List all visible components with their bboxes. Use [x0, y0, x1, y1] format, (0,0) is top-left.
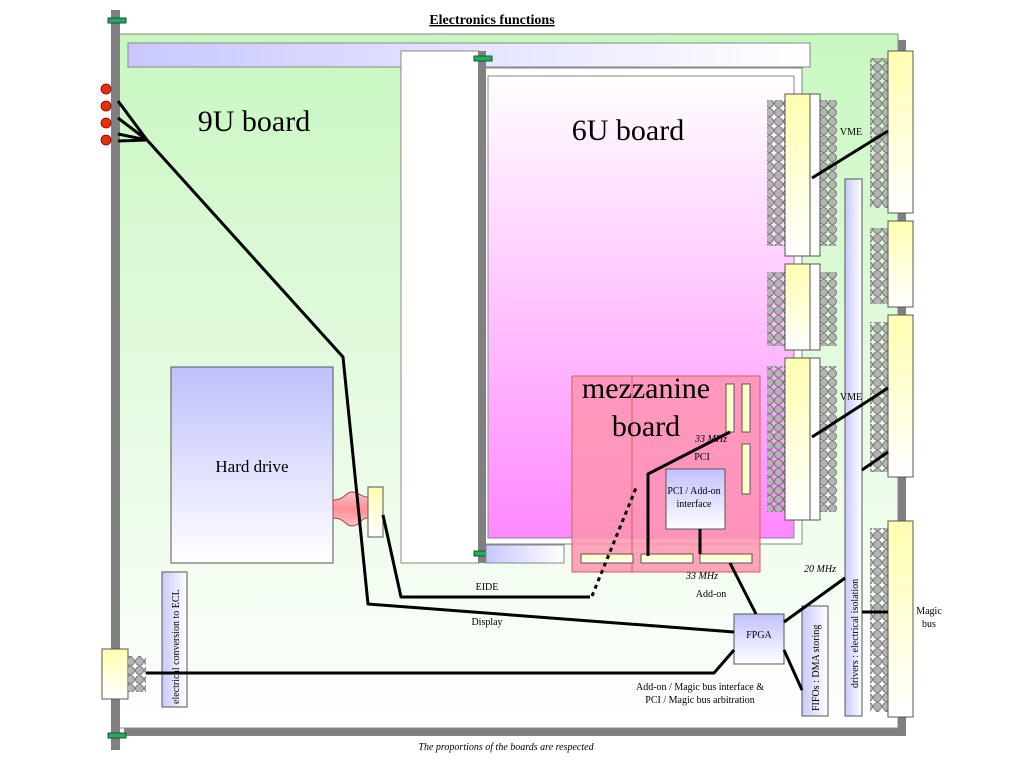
- hard-drive-label: Hard drive: [215, 457, 288, 476]
- arbitration-label-1: Add-on / Magic bus interface &: [636, 682, 764, 693]
- pci-addon-interface: [665, 468, 726, 530]
- wires: [116, 100, 889, 691]
- vme-connector-3b: [809, 357, 821, 521]
- vme-pins-right-1: [819, 100, 837, 246]
- ecl-conversion: [161, 571, 188, 708]
- vme-pins-left-1: [767, 100, 785, 246]
- mezzanine-label-1: mezzanine: [582, 372, 710, 405]
- vme-connector-1: [784, 93, 813, 257]
- board-6u-clip-top: [473, 55, 493, 62]
- front-leds: [100, 83, 112, 146]
- addon-label: Add-on: [696, 589, 727, 600]
- led-fan-wires: [116, 100, 149, 143]
- pci-addon-label-2: interface: [677, 499, 713, 510]
- addon-wire: [698, 529, 758, 615]
- vme-connector-2b: [809, 263, 821, 351]
- main-bus-wire: [146, 649, 736, 675]
- front-connector-pins: [128, 656, 146, 692]
- vme-label-top: VME: [840, 127, 862, 138]
- vme-cross-top: [811, 129, 889, 180]
- front-connector: [101, 648, 129, 700]
- fifos-label: FIFOs : DMA storing: [811, 625, 822, 711]
- pci-addon-label-1: PCI / Add-on: [667, 486, 720, 497]
- front-panel: [111, 10, 120, 750]
- fifos-dma: [801, 605, 829, 717]
- board-6u-white-strip: [400, 50, 480, 564]
- mezz-conn-h2: [640, 553, 694, 564]
- rear-connector-1: [887, 50, 914, 214]
- rear-connector-2: [887, 220, 914, 308]
- vme-pins-right-3: [819, 366, 837, 512]
- magic-bus-connector: [887, 520, 914, 718]
- board-6u-panel: [478, 51, 486, 563]
- vme-pins-left-2: [767, 272, 785, 346]
- fpga-label: FPGA: [746, 630, 772, 641]
- drivers-label: drivers : electrical isolation: [850, 579, 861, 688]
- pci-label: PCI: [694, 452, 710, 463]
- eide-connector: [367, 486, 384, 538]
- ecl-label: electrical conversion to ECL: [171, 589, 182, 704]
- rear-pins-2: [870, 228, 888, 304]
- mezz-conn-v1: [725, 383, 735, 433]
- mezz-conn-v2: [741, 383, 751, 433]
- panel-clip-top: [107, 17, 127, 24]
- eide-dotted-link: [590, 487, 638, 597]
- mezz-conn-v3: [741, 443, 751, 495]
- magic-bus-label-2: bus: [922, 619, 936, 630]
- vme-connector-2: [784, 263, 813, 351]
- vme-connector-3: [784, 357, 813, 521]
- footer-note: The proportions of the boards are respec…: [418, 742, 594, 753]
- freq-33-addon: 33 MHz: [685, 571, 718, 582]
- arbitration-label-2: PCI / Magic bus arbitration: [645, 695, 754, 706]
- mezz-conn-h3: [699, 553, 753, 564]
- rear-pins-1: [870, 58, 888, 208]
- led-3: [100, 117, 112, 129]
- rear-connector-3: [887, 314, 914, 478]
- fpga-driver-wire: [783, 576, 846, 624]
- magic-bus-label-1: Magic: [916, 606, 942, 617]
- vme-cross-low: [861, 450, 889, 472]
- hard-drive: [170, 366, 334, 564]
- fpga-fifo-wire: [782, 649, 804, 691]
- led-4: [100, 134, 112, 146]
- eide-wire: [381, 514, 590, 599]
- eide-label: EIDE: [476, 582, 499, 593]
- vme-label-mid: VME: [840, 392, 862, 403]
- vme-cross-mid: [811, 386, 889, 439]
- rear-pins-magic: [870, 528, 888, 712]
- led-2: [100, 100, 112, 112]
- freq-33-pci: 33 MHz: [694, 434, 727, 445]
- vme-pins-left-3: [767, 366, 785, 512]
- vme-pins-right-2: [819, 272, 837, 346]
- led-1: [100, 83, 112, 95]
- rear-pins-3: [870, 322, 888, 472]
- mezzanine-label-2: board: [612, 410, 680, 443]
- diagram-title: Electronics functions: [429, 13, 555, 28]
- panel-clip-bottom: [107, 732, 127, 739]
- board-9u-label: 9U board: [198, 105, 310, 138]
- board-6u-label: 6U board: [572, 114, 684, 147]
- freq-20: 20 MHz: [804, 564, 836, 575]
- display-wire: [145, 138, 735, 634]
- drivers-isolation: [844, 178, 863, 717]
- board-6u-bottom-bar: [485, 544, 565, 564]
- pci-wire: [646, 430, 731, 556]
- display-label: Display: [471, 617, 502, 628]
- fpga: [733, 613, 785, 665]
